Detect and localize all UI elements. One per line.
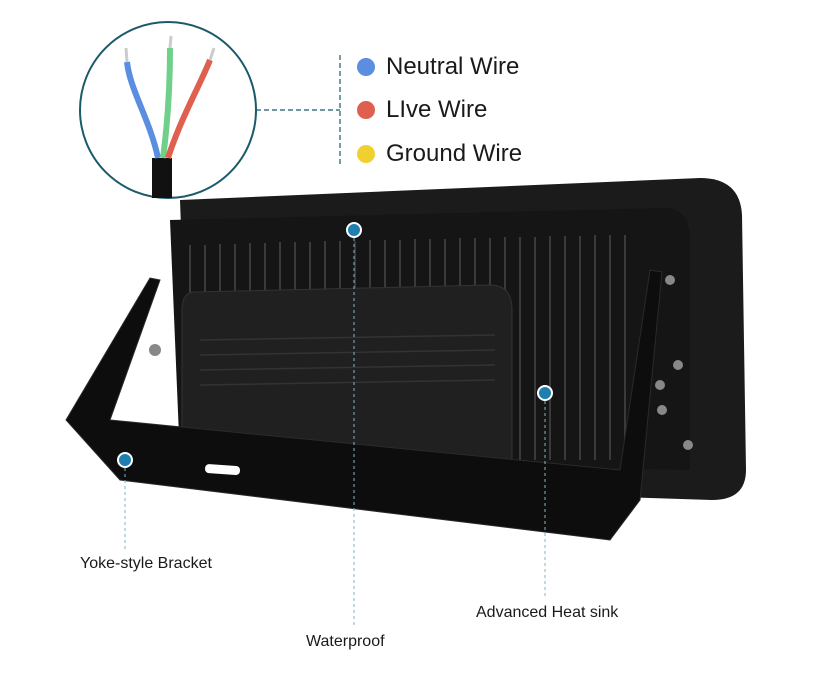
label-waterproof: Waterproof xyxy=(306,633,385,650)
legend-neutral: Neutral Wire xyxy=(386,53,520,80)
callout-bracket xyxy=(117,452,133,550)
legend-live: LIve Wire xyxy=(386,96,488,123)
live-wire-icon xyxy=(165,58,213,159)
callout-heat-sink xyxy=(537,385,553,596)
label-heat-sink: Advanced Heat sink xyxy=(476,604,619,621)
wire-inset xyxy=(79,21,257,199)
label-bracket: Yoke-style Bracket xyxy=(80,555,212,572)
neutral-wire-icon xyxy=(124,61,161,159)
ground-wire-icon xyxy=(160,47,173,159)
callout-waterproof xyxy=(346,222,362,625)
live-dot-icon xyxy=(357,101,375,119)
legend-ground: Ground Wire xyxy=(386,140,523,167)
neutral-dot-icon xyxy=(357,58,375,76)
ground-dot-icon xyxy=(357,145,375,163)
